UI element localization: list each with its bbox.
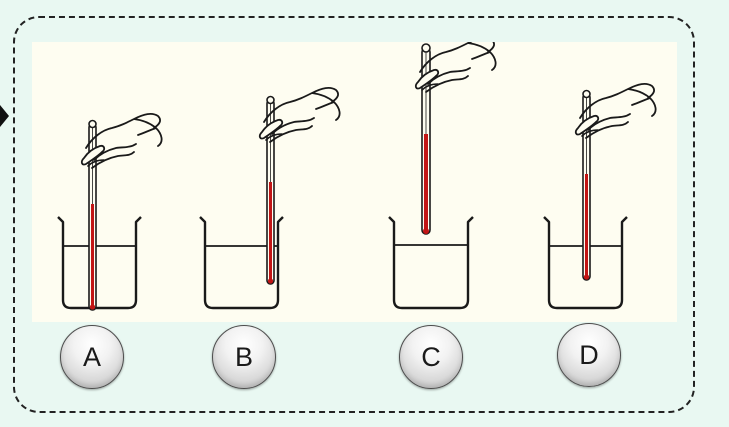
beaker-c [388,216,474,310]
option-a-button[interactable]: A [60,325,124,389]
thermometer-b [266,95,275,285]
option-c-label: C [421,341,441,372]
option-d-button[interactable]: D [557,323,621,387]
option-c-button[interactable]: C [399,325,463,389]
thermometer-c [421,43,431,235]
beaker-b [199,216,284,310]
thermometer-d [582,89,591,281]
pointer-arrow-icon [0,105,9,127]
option-d-label: D [579,339,599,370]
beaker-a [57,216,142,310]
option-a-label: A [82,341,101,372]
thermometer-set-b [199,86,341,310]
option-b-button[interactable]: B [212,325,276,389]
question-frame [13,16,695,413]
option-b-label: B [234,341,253,372]
thermometer-set-d [543,82,657,310]
thermometer-a [88,119,97,311]
thermometer-set-c [388,42,497,310]
thermometer-set-a [57,112,163,311]
experiment-illustration [32,42,677,322]
